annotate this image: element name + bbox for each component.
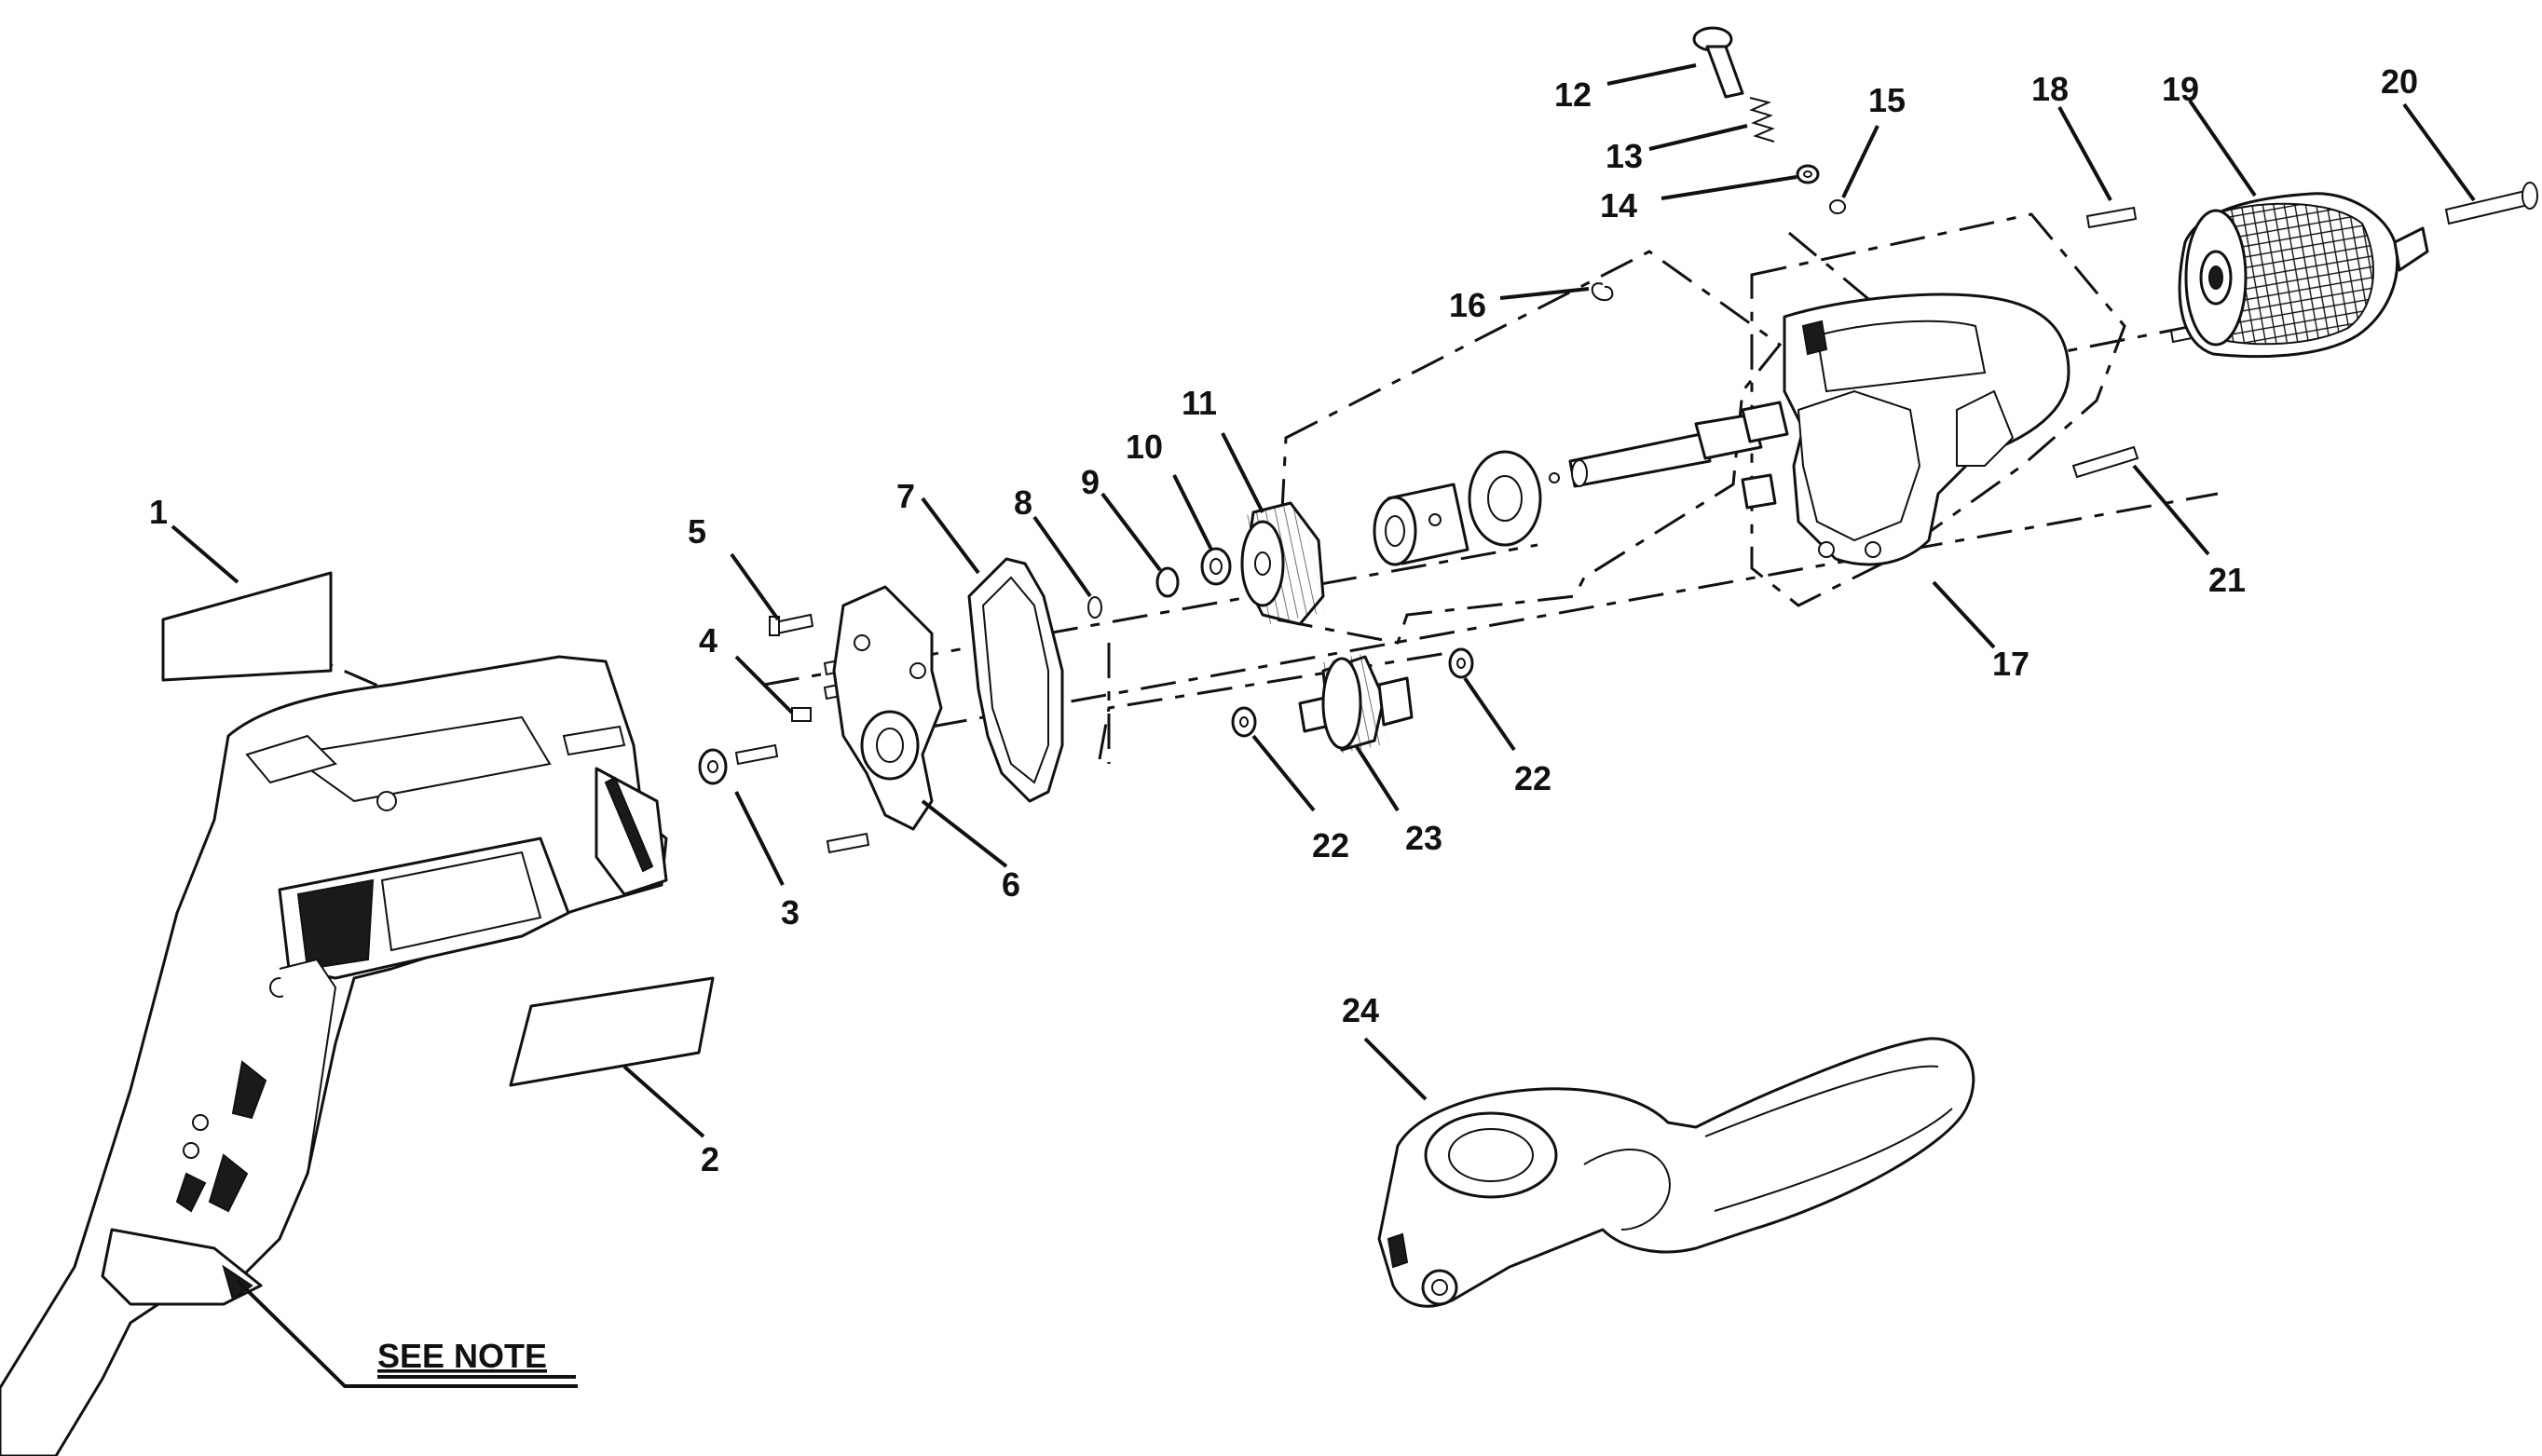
leader-lines	[171, 63, 2476, 1388]
part-17-gear-case	[1783, 293, 2070, 566]
callout-16: 16	[1449, 286, 1486, 324]
part-14-washer	[1796, 164, 1820, 184]
callout-numbers: 1 2 3 4 5 6 7 8 9 10 11 12 13 14 15 16 1…	[149, 62, 2418, 1178]
callout-15: 15	[1868, 81, 1906, 119]
callout-22-left: 22	[1312, 826, 1349, 864]
see-note-label: SEE NOTE	[377, 1337, 547, 1375]
part-12-lock-button	[1692, 26, 1744, 99]
callout-6: 6	[1002, 865, 1020, 904]
part-13-spring	[1749, 97, 1775, 143]
callout-4: 4	[699, 621, 718, 660]
callout-18: 18	[2031, 70, 2069, 108]
spindle-sleeve	[1373, 483, 1469, 566]
callout-12: 12	[1554, 75, 1592, 114]
part-8-retaining-ring	[1087, 596, 1102, 619]
callout-3: 3	[781, 893, 800, 932]
part-23-intermediate-gear	[1298, 652, 1414, 755]
callout-10: 10	[1126, 428, 1163, 466]
callout-9: 9	[1081, 463, 1100, 501]
callout-13: 13	[1606, 137, 1643, 175]
part-20-chuck-screw	[2444, 182, 2538, 225]
part-1-label-decal	[161, 571, 333, 682]
callout-14: 14	[1600, 186, 1637, 225]
callout-24: 24	[1342, 991, 1379, 1029]
callout-1: 1	[149, 493, 168, 531]
callout-8: 8	[1014, 483, 1032, 522]
part-15-clip	[1829, 199, 1846, 214]
part-6-bearing-plate	[832, 585, 943, 831]
part-22-washer-right	[1448, 647, 1474, 679]
callout-17: 17	[1992, 645, 2030, 683]
callout-22-right: 22	[1514, 759, 1551, 797]
callout-5: 5	[688, 512, 706, 551]
callout-2: 2	[701, 1140, 719, 1178]
part-9-washer	[1155, 566, 1180, 598]
part-7-gasket	[967, 557, 1064, 803]
part-3-washer	[698, 748, 728, 785]
drill-housing	[0, 655, 668, 1456]
part-19-keyless-chuck	[2178, 192, 2429, 359]
part-24-side-handle	[1377, 1037, 1975, 1308]
callout-11: 11	[1182, 384, 1217, 422]
callout-19: 19	[2162, 70, 2199, 108]
part-11-spindle-gear	[1240, 501, 1325, 626]
part-2-label-decal	[509, 976, 715, 1087]
part-10-washer	[1200, 547, 1232, 586]
shaft-spacer	[1741, 473, 1777, 510]
part-4-screw	[791, 707, 812, 722]
spindle-shaft	[1549, 401, 1789, 488]
callout-21: 21	[2208, 561, 2246, 599]
callout-20: 20	[2381, 62, 2418, 101]
callout-23: 23	[1405, 819, 1442, 857]
callout-7: 7	[896, 477, 915, 515]
part-21-screw	[2071, 445, 2139, 479]
spindle-bearing	[1468, 450, 1542, 547]
part-16-retaining-clip	[1591, 282, 1614, 302]
part-22-washer-left	[1231, 706, 1257, 738]
